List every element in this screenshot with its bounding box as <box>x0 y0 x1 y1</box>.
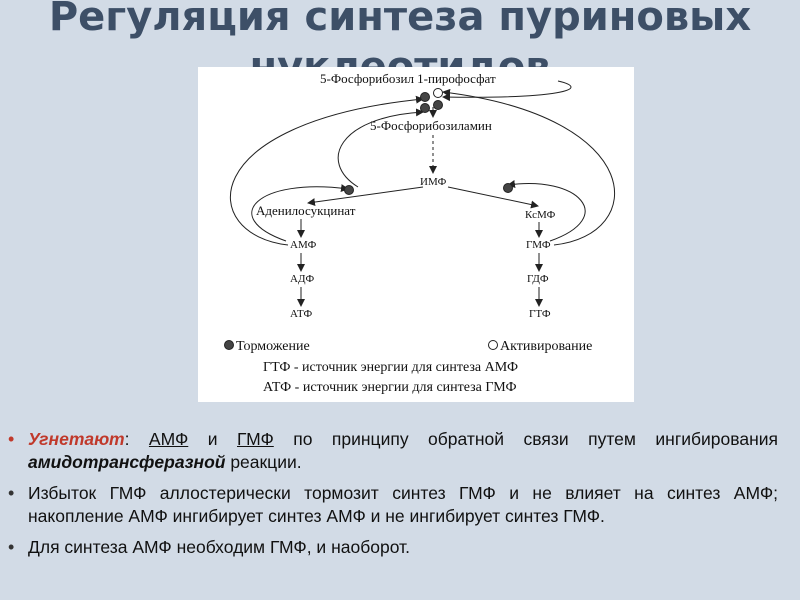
activation-dot <box>433 88 443 98</box>
note-gtp-energy: ГТФ - источник энергии для синтеза АМФ <box>263 360 518 375</box>
bullet-text-end: реакции. <box>225 452 302 472</box>
diagram-svg: 5-Фосфорибозил 1-пирофосфат 5-Фосфорибоз… <box>224 71 615 395</box>
label-adenylosuccinate: Аденилосукцинат <box>256 203 356 218</box>
feedback-amp-to-branch <box>251 184 349 242</box>
arrow-imp-adenylosuccinate <box>307 186 424 206</box>
feedback-gmp-to-branch <box>507 180 586 242</box>
label-gtp: ГТФ <box>529 308 551 320</box>
note-atp-energy: АТФ - источник энергии для синтеза ГМФ <box>263 380 517 395</box>
label-gdp: ГДФ <box>527 273 549 285</box>
keyword-gmp: ГМФ <box>237 429 274 449</box>
bullet-allosteric: Избыток ГМФ аллостерически тормозит синт… <box>8 482 778 528</box>
bullet-lead-keyword: Угнетают <box>28 429 125 449</box>
keyword-amp: АМФ <box>148 429 189 449</box>
label-pra: 5-Фосфорибозиламин <box>370 118 492 133</box>
inhibition-dot <box>433 100 443 110</box>
bullet-text: по принципу обратной связи путем ингибир… <box>273 429 779 449</box>
feedback-amp-to-prpp <box>229 95 424 246</box>
legend-activation-dot <box>488 340 498 350</box>
bullet-list: Угнетают: АМФ и ГМФ по принципу обратной… <box>8 428 778 567</box>
inhibition-dot <box>344 185 354 195</box>
legend-inhibition-label: Торможение <box>236 339 310 354</box>
label-adp: АДФ <box>290 273 314 285</box>
bullet-inhibitors: Угнетают: АМФ и ГМФ по принципу обратной… <box>8 428 778 474</box>
bullet-mutual-requirement: Для синтеза АМФ необходим ГМФ, и наоборо… <box>8 536 778 559</box>
bullet-colon: : <box>124 429 149 449</box>
label-prpp: 5-Фосфорибозил 1-пирофосфат <box>320 71 496 86</box>
arrow-imp-xmp <box>447 186 539 209</box>
purine-regulation-diagram: 5-Фосфорибозил 1-пирофосфат 5-Фосфорибоз… <box>198 67 634 402</box>
bullet-and: и <box>188 429 237 449</box>
activation-loop-prpp <box>442 80 572 102</box>
legend-inhibition-dot <box>224 340 234 350</box>
inhibition-dot <box>503 183 513 193</box>
inhibition-dot <box>420 92 430 102</box>
label-atp: АТФ <box>290 308 312 320</box>
feedback-amp-to-pra <box>337 108 424 188</box>
keyword-amidotransferase: амидотрансферазной <box>28 452 226 472</box>
legend-activation-label: Активирование <box>500 339 592 354</box>
inhibition-dot <box>420 103 430 113</box>
label-gmp: ГМФ <box>526 239 551 251</box>
feedback-gmp-to-prpp <box>442 88 615 246</box>
label-xmp: КсМФ <box>525 209 556 221</box>
label-amp: АМФ <box>290 239 317 251</box>
label-imp: ИМФ <box>420 176 447 188</box>
